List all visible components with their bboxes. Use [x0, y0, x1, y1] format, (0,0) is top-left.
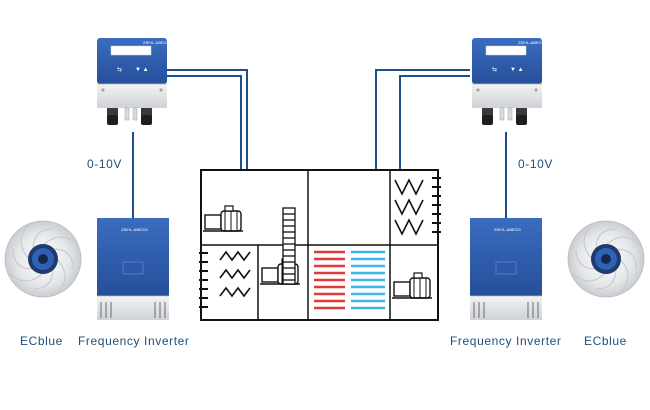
- filter-bottom-left: [219, 250, 251, 298]
- fan-label-right: ECblue: [584, 334, 627, 348]
- frequency-inverter-icon: [96, 217, 170, 321]
- signal-label-left: 0-10V: [87, 157, 123, 171]
- frequency-inverter-icon: [469, 217, 543, 321]
- pressure-controller-icon: [96, 37, 171, 126]
- filter-top-right: [394, 178, 424, 236]
- centrifugal-fan-icon: [567, 220, 645, 298]
- air-handling-unit: [200, 169, 439, 321]
- signal-label-right: 0-10V: [518, 157, 554, 171]
- fan-label-left: ECblue: [20, 334, 63, 348]
- pressure-controller-icon: [471, 37, 546, 126]
- cooling-coil: [351, 250, 385, 310]
- grille-outside-left: [199, 252, 208, 308]
- grille-outside-right: [432, 177, 441, 233]
- heating-coil: [314, 250, 345, 310]
- heat-recovery-wheel: [282, 207, 296, 285]
- inverter-label-right: Frequency Inverter: [450, 334, 562, 348]
- centrifugal-fan-icon: [4, 220, 82, 298]
- inverter-label-left: Frequency Inverter: [78, 334, 190, 348]
